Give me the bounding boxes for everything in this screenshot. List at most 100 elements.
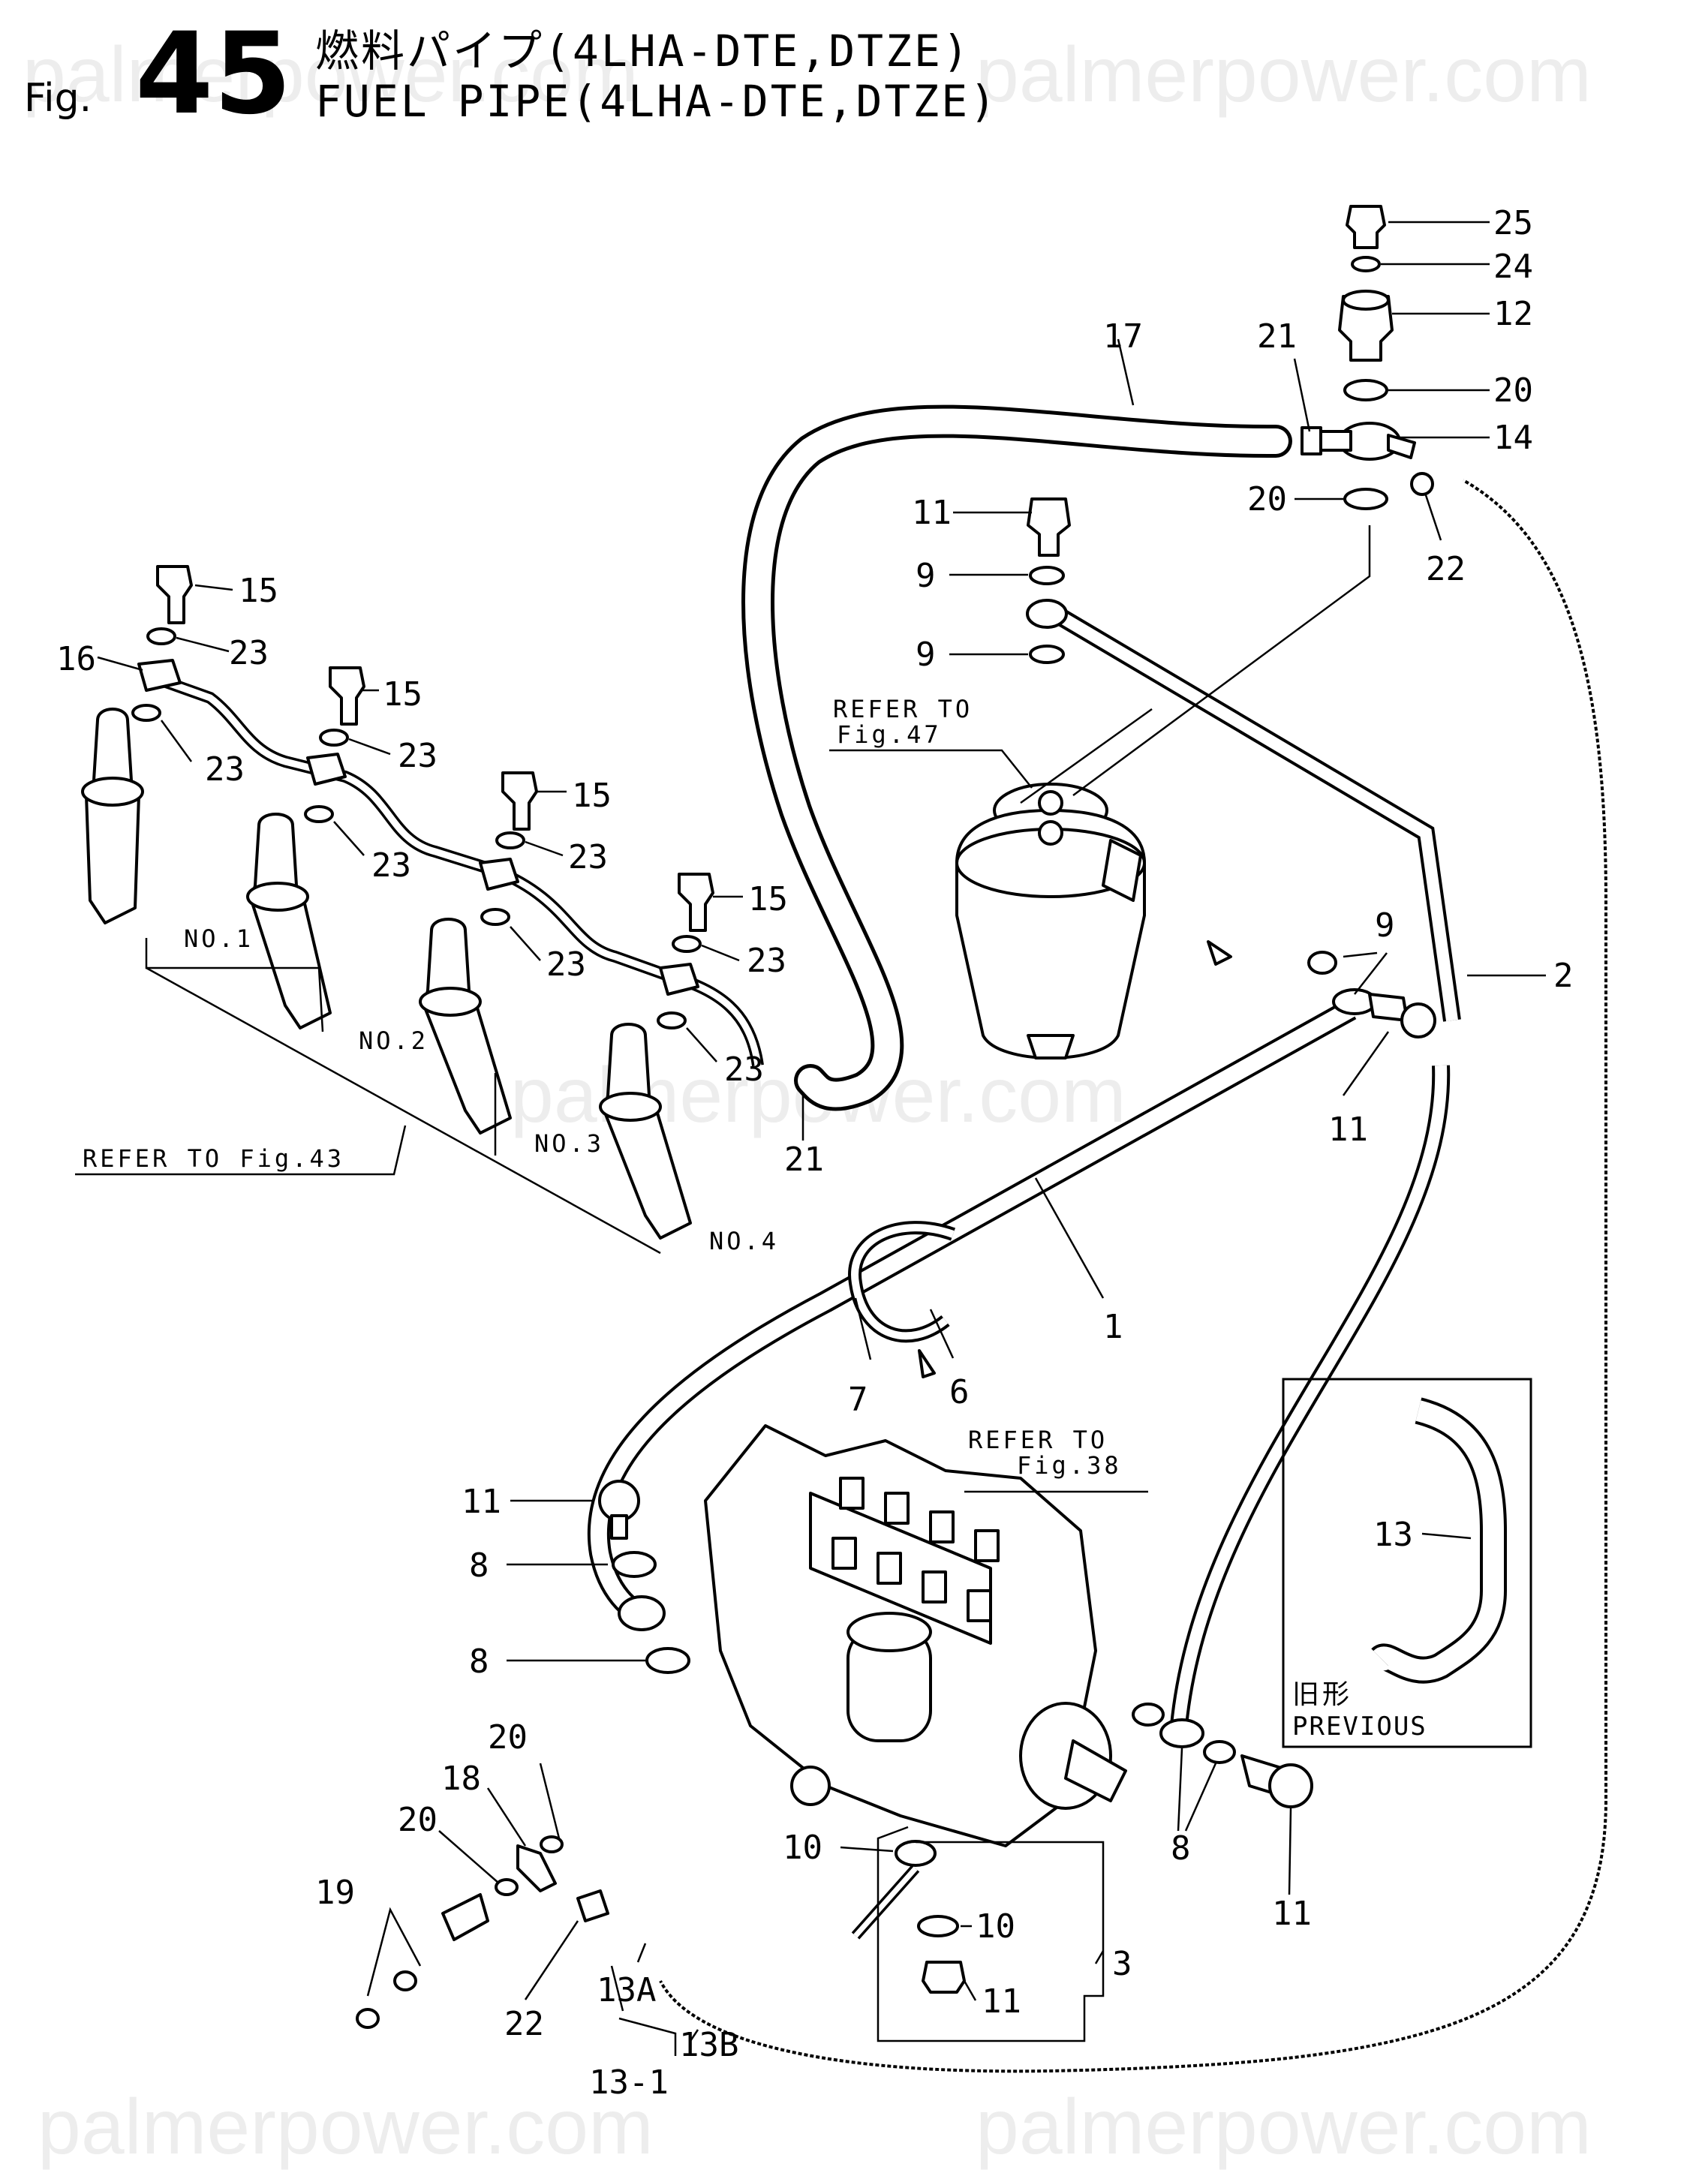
callout-13-1: 13-1 xyxy=(589,2063,669,2102)
injector-no3 xyxy=(419,918,512,1135)
callout-15: 15 xyxy=(572,777,612,815)
callout-8: 8 xyxy=(1171,1829,1191,1868)
callout-9: 9 xyxy=(1375,906,1395,945)
callout-22: 22 xyxy=(504,2005,544,2043)
injector-labels: NO.1 NO.2 NO.3 NO.4 xyxy=(184,924,779,1255)
fuel-filter xyxy=(955,783,1232,1059)
reference-notes: REFER TO Fig.47 REFER TO Fig.43 REFER TO… xyxy=(83,695,1122,1480)
callout-9: 9 xyxy=(916,557,936,595)
callout-24: 24 xyxy=(1493,248,1533,286)
pump-side-fittings xyxy=(598,1480,1313,1808)
callout-17: 17 xyxy=(1103,317,1143,356)
callout-23: 23 xyxy=(371,846,411,885)
injection-pump xyxy=(704,1424,1127,1847)
figure-header: Fig. 45 燃料パイプ(4LHA-DTE,DTZE) FUEL PIPE(4… xyxy=(24,9,998,140)
bracket-lines xyxy=(75,938,1105,2056)
callout-23: 23 xyxy=(568,838,608,876)
refer-fig47-line2: Fig.47 xyxy=(837,720,942,749)
callout-19: 19 xyxy=(315,1874,355,1912)
filter-banjo-bolts xyxy=(1026,497,1071,664)
watermark: palmerpower.com xyxy=(976,2084,1592,2170)
title-japanese: 燃料パイプ(4LHA-DTE,DTZE) xyxy=(315,26,971,77)
callout-16: 16 xyxy=(56,640,96,678)
callout-14: 14 xyxy=(1493,419,1533,457)
callout-11: 11 xyxy=(982,1982,1021,2021)
leader-lines xyxy=(97,221,1546,2042)
callout-23: 23 xyxy=(724,1050,764,1089)
callout-3: 3 xyxy=(1112,1945,1132,1983)
callout-8: 8 xyxy=(469,1546,489,1585)
refer-fig38-line1: REFER TO xyxy=(968,1426,1108,1454)
clamp-6-7 xyxy=(848,1221,956,1378)
watermark: palmerpower.com xyxy=(976,32,1592,119)
callout-8: 8 xyxy=(469,1643,489,1681)
fig-number: 45 xyxy=(135,9,292,140)
title-english: FUEL PIPE(4LHA-DTE,DTZE) xyxy=(315,76,998,127)
refer-fig38-line2: Fig.38 xyxy=(1017,1451,1122,1480)
refer-fig43: REFER TO Fig.43 xyxy=(83,1144,344,1173)
injector-label-no1: NO.1 xyxy=(184,924,254,953)
callout-21: 21 xyxy=(784,1141,824,1179)
callout-13: 13 xyxy=(1373,1516,1413,1554)
callouts: 25 24 12 20 14 21 17 20 22 11 9 9 15 23 … xyxy=(56,204,1574,2102)
injector-no4 xyxy=(599,1023,692,1240)
callout-10: 10 xyxy=(976,1907,1015,1946)
leak-off-pipe-16 xyxy=(137,659,764,1067)
callout-11: 11 xyxy=(912,494,952,532)
watermark-group: palmerpower.com palmerpower.com palmerpo… xyxy=(23,32,1592,2170)
callout-21: 21 xyxy=(1257,317,1297,356)
callout-13b: 13B xyxy=(679,2026,738,2064)
return-hose xyxy=(1169,1065,1451,1735)
pump-delivery-valves xyxy=(831,1477,1000,1622)
refer-fig47-line1: REFER TO xyxy=(833,695,973,723)
pipe-2 xyxy=(1053,607,1461,1022)
callout-9: 9 xyxy=(916,636,936,674)
callout-25: 25 xyxy=(1493,204,1533,242)
injector-label-no4: NO.4 xyxy=(709,1227,779,1255)
callout-20: 20 xyxy=(1247,480,1287,518)
bolts-15 xyxy=(156,565,714,932)
callout-15: 15 xyxy=(383,675,422,714)
callout-1: 1 xyxy=(1103,1308,1123,1346)
injectors xyxy=(81,708,692,1240)
callout-23: 23 xyxy=(205,750,245,789)
fig-prefix: Fig. xyxy=(24,76,92,121)
inset-labels: 旧形 PREVIOUS xyxy=(1292,1679,1427,1742)
callout-6: 6 xyxy=(949,1373,970,1411)
callout-18: 18 xyxy=(441,1760,481,1798)
callout-23: 23 xyxy=(229,634,269,672)
inset-label-previous: PREVIOUS xyxy=(1292,1712,1427,1742)
callout-20: 20 xyxy=(1493,371,1533,410)
top-banjo-assembly xyxy=(1301,205,1434,510)
bottom-fittings-3 xyxy=(851,1840,966,1994)
callout-12: 12 xyxy=(1493,295,1533,333)
lower-left-fittings xyxy=(356,1835,609,2029)
callout-7: 7 xyxy=(848,1381,868,1419)
callout-13a: 13A xyxy=(597,1971,656,2009)
callout-11: 11 xyxy=(1328,1111,1368,1149)
callout-11: 11 xyxy=(1272,1895,1312,1933)
callout-23: 23 xyxy=(747,942,786,980)
callout-20: 20 xyxy=(398,1801,438,1839)
callout-15: 15 xyxy=(239,572,278,610)
callout-23: 23 xyxy=(398,737,438,775)
inset-label-jp: 旧形 xyxy=(1292,1679,1352,1710)
callout-15: 15 xyxy=(748,880,788,918)
injector-no2 xyxy=(246,813,332,1029)
hose-17 xyxy=(741,404,1292,1111)
injector-no1 xyxy=(81,708,144,924)
watermark: palmerpower.com xyxy=(23,32,639,119)
callout-23: 23 xyxy=(546,945,586,984)
right-banjo xyxy=(1307,951,1436,1038)
injector-label-no2: NO.2 xyxy=(359,1026,429,1055)
callout-10: 10 xyxy=(783,1829,822,1867)
callout-20: 20 xyxy=(488,1718,528,1757)
callout-2: 2 xyxy=(1553,957,1574,995)
injector-label-no3: NO.3 xyxy=(534,1129,604,1158)
hose-13b xyxy=(655,475,1611,2077)
washers-23 xyxy=(131,627,702,1029)
callout-11: 11 xyxy=(462,1483,501,1521)
inset-previous xyxy=(1282,1378,1532,1748)
